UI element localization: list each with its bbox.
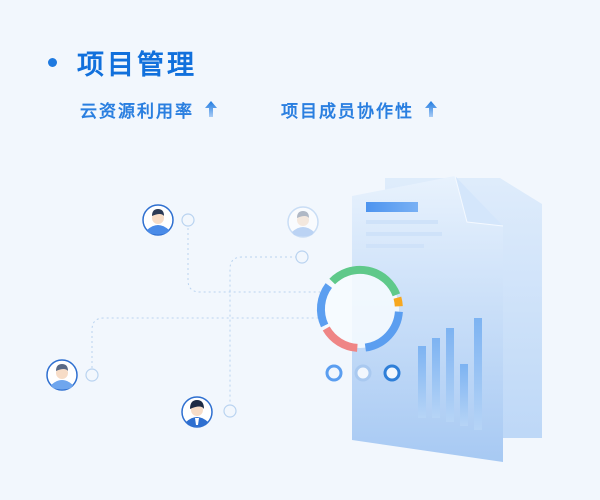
avatar-member-4 <box>181 396 213 428</box>
section-header: 项目管理 <box>48 42 197 82</box>
connector-lines <box>91 228 320 404</box>
chart-bar <box>418 346 426 418</box>
connector-endpoints <box>85 213 309 418</box>
chart-bar <box>460 364 468 426</box>
arrow-up-icon <box>204 100 218 118</box>
chart-bar <box>474 318 482 430</box>
status-circles <box>325 364 401 382</box>
feature-label: 项目成员协作性 <box>281 101 414 122</box>
arrow-up-icon <box>424 100 438 118</box>
chart-bar <box>432 338 440 418</box>
bullet-dot <box>48 57 57 67</box>
feature-label: 云资源利用率 <box>80 101 194 122</box>
feature-cloud-utilization: 云资源利用率 <box>80 96 218 122</box>
chart-bar <box>446 328 454 422</box>
document-bar-chart <box>418 318 482 430</box>
avatar-member-2 <box>287 206 319 238</box>
donut-ring <box>316 265 403 352</box>
section-title: 项目管理 <box>77 49 197 81</box>
avatar-member-1 <box>142 204 174 236</box>
feature-member-collaboration: 项目成员协作性 <box>281 96 438 122</box>
avatar-member-3 <box>46 359 78 391</box>
